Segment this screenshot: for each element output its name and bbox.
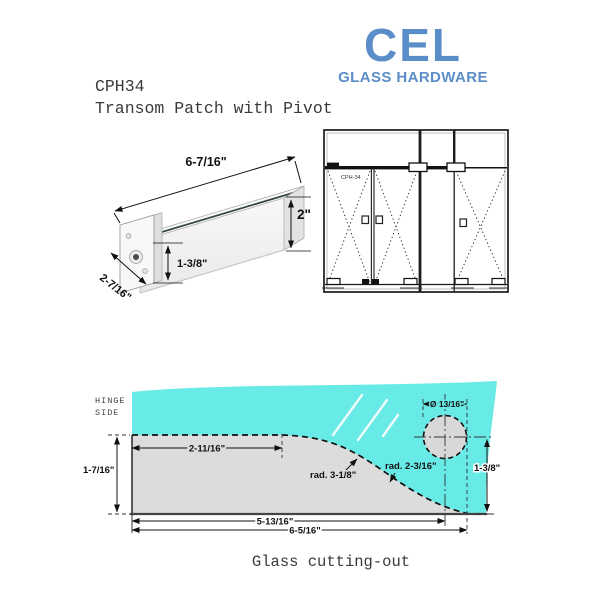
hinge-side-label-2: SIDE <box>95 408 119 418</box>
radius-outer-label: rad. 3-1/8" <box>310 470 356 481</box>
product-isometric-drawing: 6-7/16" 2" 1-3/8" 2-7/16" <box>97 155 311 304</box>
screw-hole-top <box>125 233 132 239</box>
transom-patch-right <box>446 162 466 173</box>
dimension-lines <box>114 401 490 533</box>
product-name: Transom Patch with Pivot <box>95 99 333 119</box>
fitting-bottom-edge <box>139 249 285 294</box>
hole-centerlines <box>414 394 494 527</box>
pivot-hole-inner <box>133 254 139 260</box>
mullion <box>418 130 422 292</box>
dim-left-height-label: 1-7/16" <box>83 465 114 476</box>
dim-bottom-outer-label: 6-5/16" <box>289 526 320 537</box>
hinge-side-label-1: HINGE <box>95 396 126 406</box>
floor-pivot-left <box>362 279 369 284</box>
door-meeting-stiles <box>370 169 375 285</box>
transom-bar <box>325 166 456 170</box>
door-handles <box>361 215 468 228</box>
glass-cutout-diagram: HINGE SIDE Ø 13/16" 2-11/16" 1-7/16" rad… <box>83 381 502 538</box>
patch-fittings <box>326 162 506 286</box>
door-elevation-drawing: CPH-34 <box>322 129 509 293</box>
glass-reflection-marks <box>331 393 400 442</box>
model-number: CPH34 <box>95 77 145 96</box>
dim-hole-height-label: 1-3/8" <box>474 463 500 474</box>
dim-bottom-inner-label: 5-13/16" <box>257 517 294 528</box>
cut-line <box>132 434 469 515</box>
brand-tagline: GLASS HARDWARE <box>338 68 488 86</box>
patch-location-label: CPH-34 <box>341 175 361 181</box>
storefront-frame <box>322 129 509 293</box>
cutout-region <box>132 435 468 514</box>
dim-length-label: 6-7/16" <box>185 155 226 169</box>
transom-patch-center <box>408 162 428 173</box>
hole-diameter-label: Ø 13/16" <box>430 399 464 409</box>
screw-hole-bottom <box>142 268 148 274</box>
page-title: CPH34 Transom Patch with Pivot <box>95 76 333 121</box>
transom-divider <box>453 130 456 168</box>
dim-inset-label: 1-3/8" <box>177 258 207 270</box>
radius-inner-label: rad. 2-3/16" <box>385 461 437 472</box>
patch-fitting-body <box>139 185 305 294</box>
transom-patch-left <box>327 162 339 168</box>
dim-height-label: 2" <box>297 207 311 222</box>
brand-logo: CEL GLASS HARDWARE <box>333 19 493 86</box>
mounting-plate <box>119 212 163 294</box>
iso-dimension-lines <box>110 156 311 285</box>
figure-caption: Glass cutting-out <box>251 553 411 571</box>
dim-top-width-label: 2-11/16" <box>189 444 225 455</box>
brand-name: CEL <box>364 19 462 71</box>
floor-pivot-right <box>372 279 379 284</box>
plate-side-face <box>153 212 163 284</box>
